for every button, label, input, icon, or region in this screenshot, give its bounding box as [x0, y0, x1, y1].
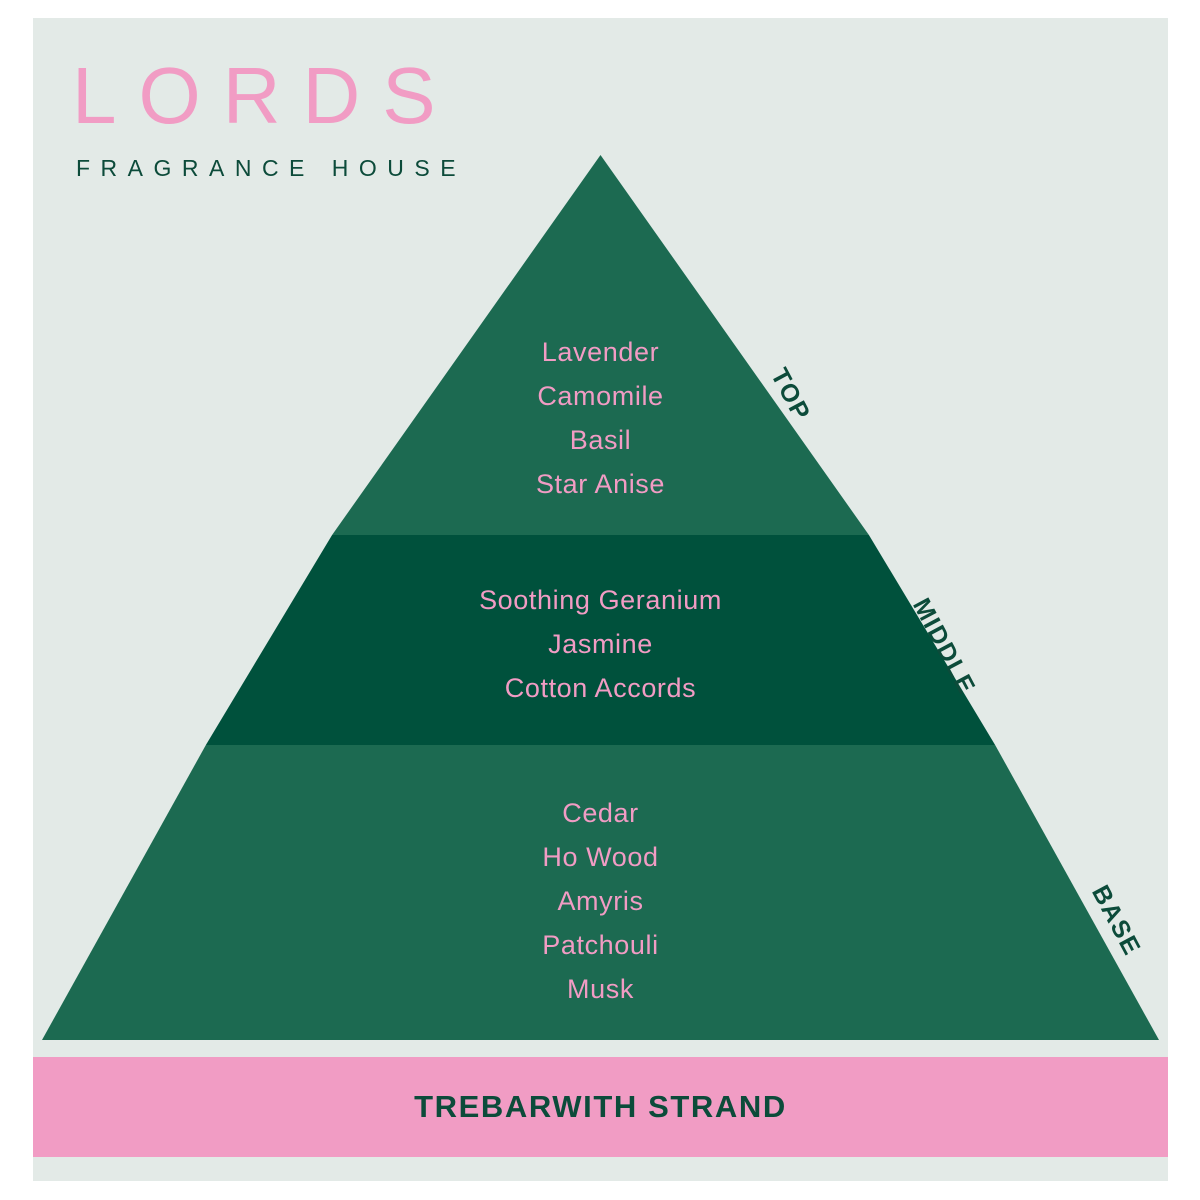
- pyramid-layer-middle: [205, 535, 996, 745]
- brand-name: LORDS: [72, 51, 458, 140]
- pyramid-layer-base: [42, 745, 1159, 1040]
- fragrance-pyramid-card: LORDS FRAGRANCE HOUSE Lavender Camomile …: [33, 18, 1168, 1181]
- brand-logo: LORDS FRAGRANCE HOUSE: [72, 51, 692, 181]
- fragrance-pyramid: Lavender Camomile Basil Star Anise Sooth…: [42, 155, 1159, 1040]
- pyramid-layer-top: [332, 155, 869, 535]
- product-name-banner: TREBARWITH STRAND: [33, 1057, 1168, 1157]
- brand-tagline: FRAGRANCE HOUSE: [76, 155, 467, 181]
- product-name: TREBARWITH STRAND: [414, 1089, 787, 1124]
